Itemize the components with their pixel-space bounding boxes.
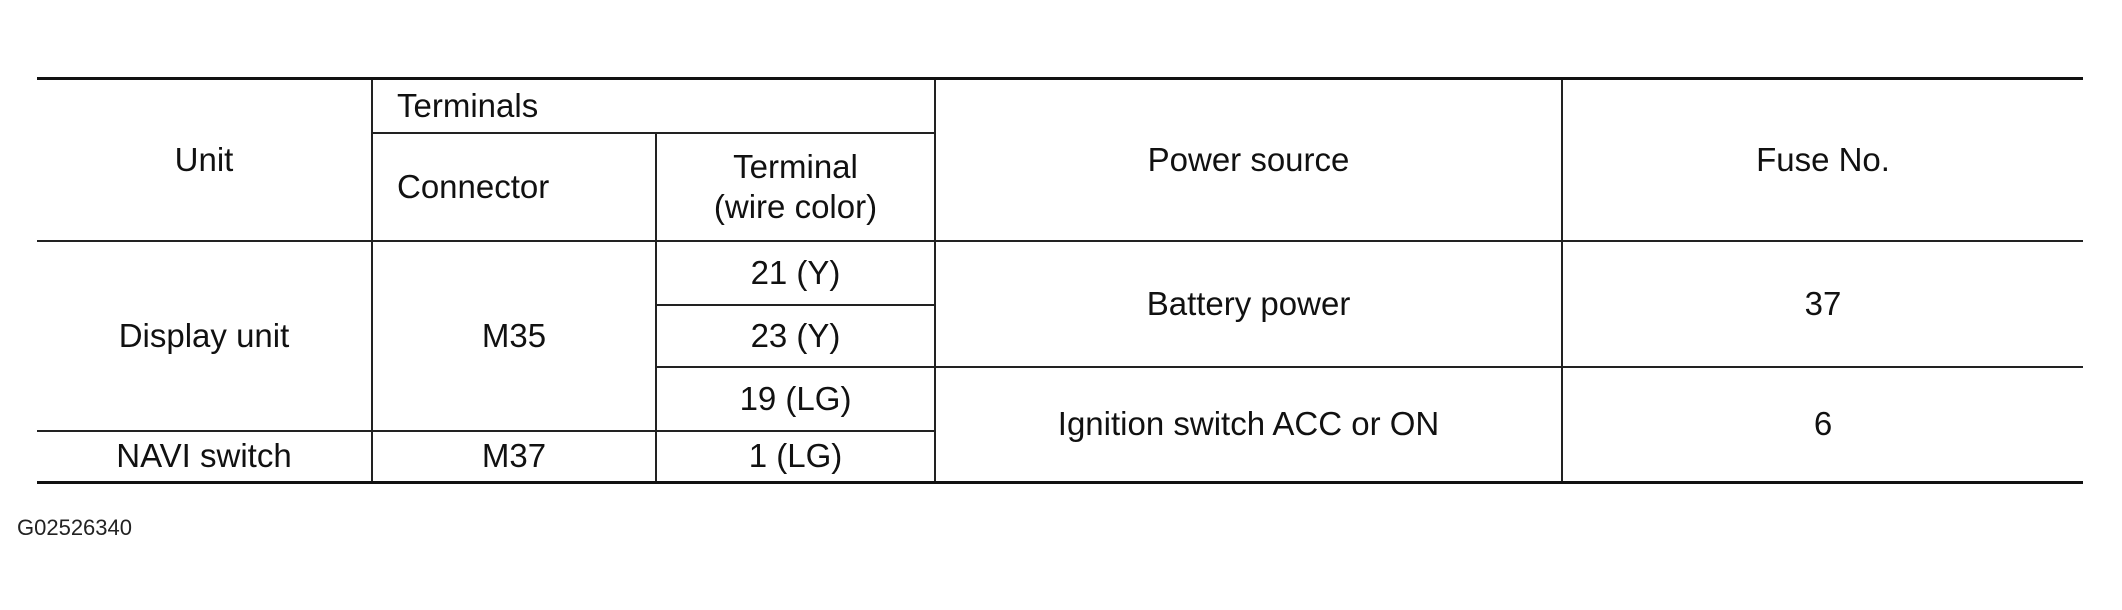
fuse-no-cell: 6 [1561,365,2084,484]
header-power-source: Power source [934,77,1564,242]
header-connector: Connector [372,131,657,242]
terminal-cell: 19 (LG) [656,365,937,432]
connector-cell: M37 [371,429,657,484]
table-row: Display unit M35 21 (Y) Battery power 37 [37,239,2084,432]
figure-id: G02526340 [17,515,132,540]
unit-cell: Display unit [37,239,373,432]
connector-cell: M35 [371,239,657,432]
terminal-cell: 21 (Y) [654,239,937,306]
table-row: 19 (LG) Ignition switch ACC or ON 6 [37,365,2084,484]
header-row-2: Connector Terminal (wire color) [37,131,2083,242]
fuse-no-cell: 37 [1561,239,2084,368]
header-row-1: Unit Terminals Power source Fuse No. [37,77,2084,242]
terminal-cell: 23 (Y) [656,303,936,368]
header-terminals: Terminals [370,77,937,134]
header-terminal-wire-color: Terminal (wire color) [654,131,936,242]
power-source-cell: Battery power [934,239,1564,368]
power-source-cell: Ignition switch ACC or ON [934,365,1564,484]
unit-cell: NAVI switch [37,429,373,484]
header-unit: Unit [37,77,373,242]
terminal-cell: 1 (LG) [654,429,936,484]
header-fuse-no: Fuse No. [1561,77,2084,242]
table-row: 23 (Y) [37,303,2083,368]
power-source-table: Unit Terminals Power source Fuse No. Con… [37,77,2084,484]
table-row: NAVI switch M37 1 (LG) [37,429,2083,484]
